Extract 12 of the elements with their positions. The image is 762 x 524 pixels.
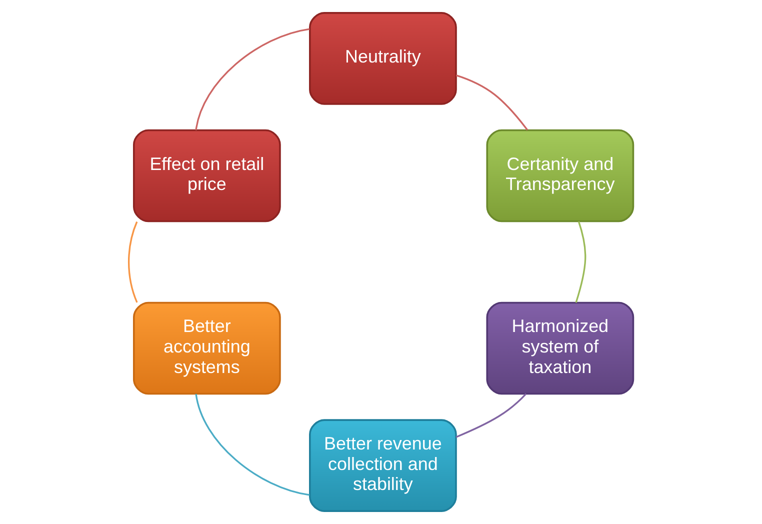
connector: [195, 394, 310, 496]
node-box: Neutrality: [309, 12, 457, 105]
node-box: Better revenue collection and stability: [309, 419, 457, 512]
connector: [195, 28, 310, 130]
node-box: Harmonized system of taxation: [486, 302, 634, 395]
connector: [128, 221, 138, 303]
connector: [456, 74, 528, 130]
node-box: Certanity and Transparency: [486, 129, 634, 222]
node-box: Effect on retail price: [133, 129, 281, 222]
connector: [456, 393, 527, 438]
node-box: Better accounting systems: [133, 302, 281, 395]
connector: [575, 221, 586, 303]
